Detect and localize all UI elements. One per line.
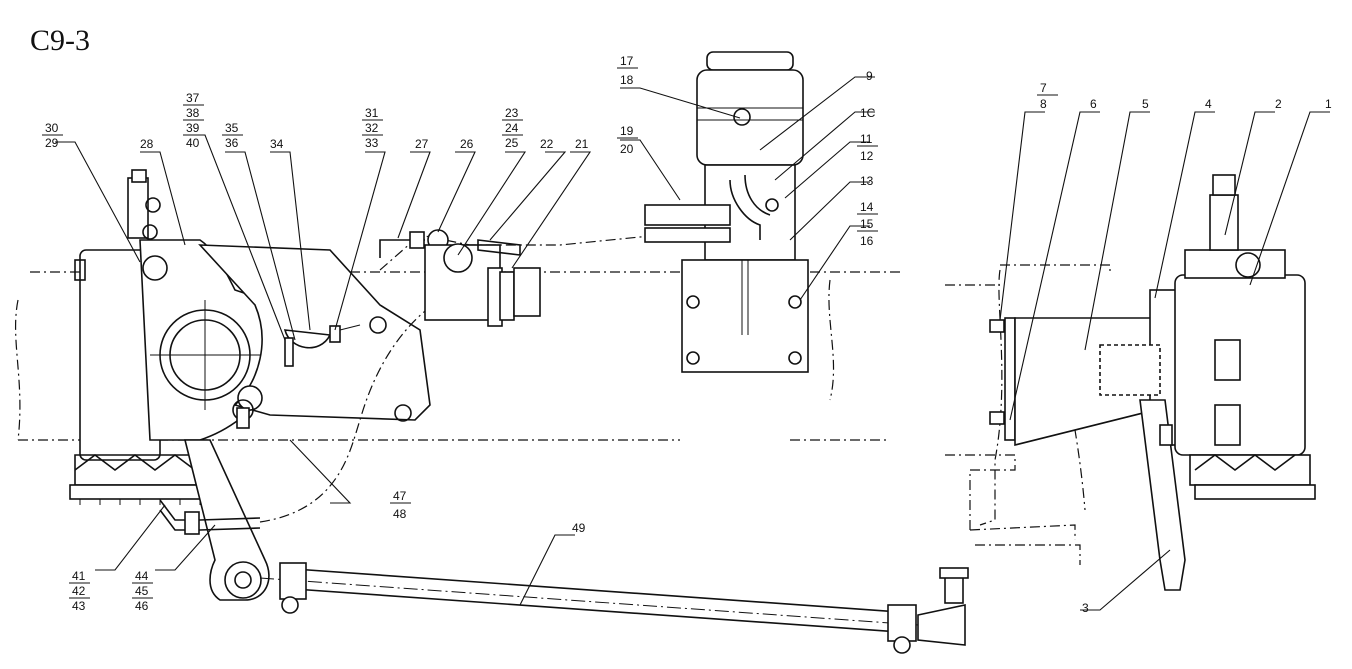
- oil-reservoir-assembly: [644, 51, 809, 373]
- part-label-15: 15: [860, 217, 874, 231]
- oil-filter-housing: [424, 239, 541, 327]
- part-label-8: 8: [1040, 97, 1047, 111]
- part-label-18: 18: [620, 73, 634, 87]
- part-label-10: 1C: [860, 106, 876, 120]
- part-label-12: 12: [860, 149, 874, 163]
- part-label-35: 35: [225, 121, 239, 135]
- part-label-9: 9: [866, 69, 873, 83]
- part-label-3: 3: [1082, 601, 1089, 615]
- part-label-19: 19: [620, 124, 634, 138]
- part-label-7: 7: [1040, 81, 1047, 95]
- frame-section-right: [945, 264, 1111, 565]
- part-label-30: 30: [45, 121, 59, 135]
- part-label-17: 17: [620, 54, 634, 68]
- part-label-4: 4: [1205, 97, 1212, 111]
- part-label-48: 48: [393, 507, 407, 521]
- part-label-38: 38: [186, 106, 200, 120]
- part-label-13: 13: [860, 174, 874, 188]
- part-label-26: 26: [460, 137, 474, 151]
- part-label-14: 14: [860, 200, 874, 214]
- part-label-16: 16: [860, 234, 874, 248]
- part-label-6: 6: [1090, 97, 1097, 111]
- part-label-5: 5: [1142, 97, 1149, 111]
- drawing-title: C9-3: [30, 24, 90, 57]
- part-label-45: 45: [135, 584, 149, 598]
- leader-lines: [55, 76, 1330, 611]
- part-label-31: 31: [365, 106, 379, 120]
- part-label-39: 39: [186, 121, 200, 135]
- steering-gear-right: [989, 174, 1316, 591]
- pitman-arm: [183, 399, 270, 601]
- part-label-42: 42: [72, 584, 86, 598]
- part-label-28: 28: [140, 137, 154, 151]
- part-label-47: 47: [393, 489, 407, 503]
- part-label-29: 29: [45, 136, 59, 150]
- part-label-2: 2: [1275, 97, 1282, 111]
- part-label-40: 40: [186, 136, 200, 150]
- part-label-1: 1: [1325, 97, 1332, 111]
- steering-gear-left: [69, 169, 266, 505]
- part-label-49: 49: [572, 521, 586, 535]
- part-label-25: 25: [505, 136, 519, 150]
- part-label-37: 37: [186, 91, 200, 105]
- part-label-11: 11: [860, 132, 873, 146]
- drag-link: [259, 562, 969, 654]
- part-label-33: 33: [365, 136, 379, 150]
- part-label-44: 44: [135, 569, 149, 583]
- part-label-24: 24: [505, 121, 519, 135]
- part-label-32: 32: [365, 121, 379, 135]
- part-label-34: 34: [270, 137, 284, 151]
- mounting-bracket: [198, 244, 431, 422]
- part-label-22: 22: [540, 137, 554, 151]
- part-label-20: 20: [620, 142, 634, 156]
- part-label-43: 43: [72, 599, 86, 613]
- part-label-21: 21: [575, 137, 589, 151]
- part-label-41: 41: [72, 569, 86, 583]
- part-label-46: 46: [135, 599, 149, 613]
- part-label-27: 27: [415, 137, 429, 151]
- part-label-36: 36: [225, 136, 239, 150]
- part-label-23: 23: [505, 106, 519, 120]
